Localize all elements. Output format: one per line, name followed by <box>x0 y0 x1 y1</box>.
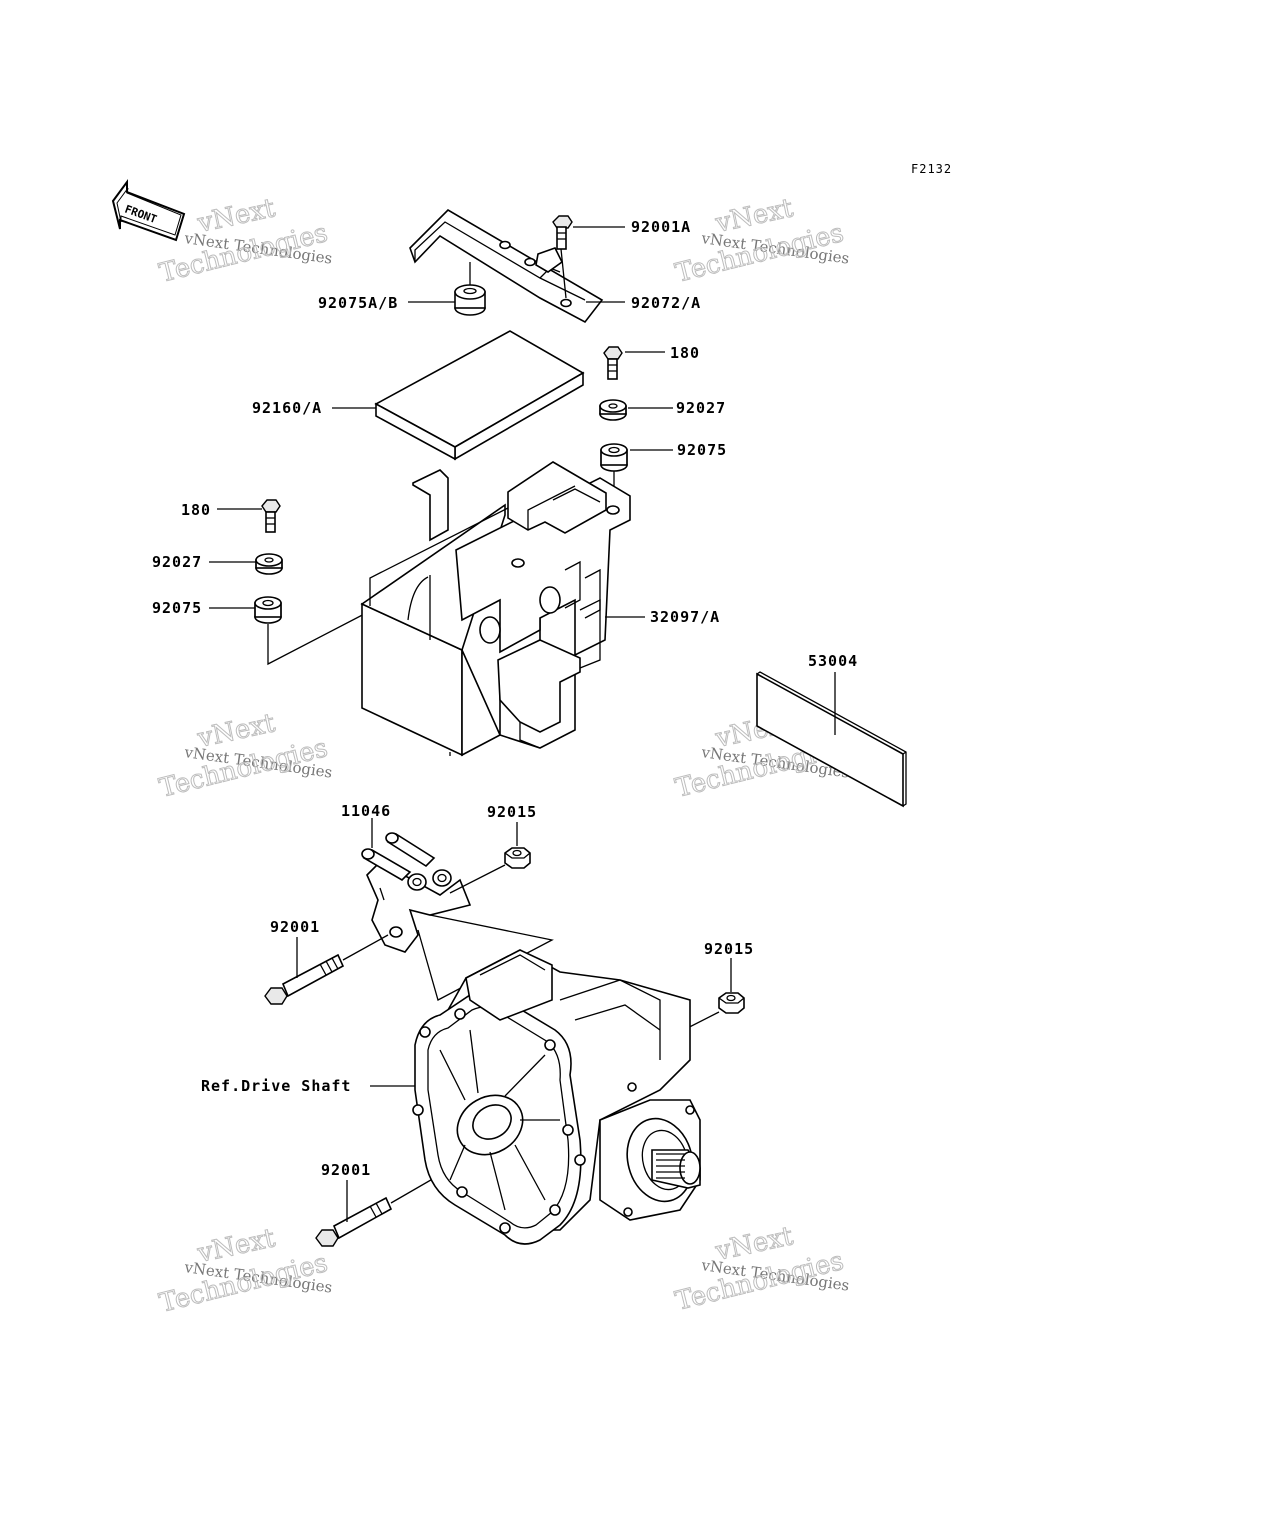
bolt-180-right <box>603 346 623 380</box>
label-11046: 11046 <box>341 802 391 820</box>
label-92001-lower: 92001 <box>321 1161 371 1179</box>
grommet-92075-left <box>254 596 373 666</box>
final-gear-case <box>412 949 701 1245</box>
watermark-top-left: vNext vNext Technologies Technologies <box>156 193 334 290</box>
label-92015-upper: 92015 <box>487 803 537 821</box>
figure-code: F2132 <box>911 162 952 176</box>
battery-case <box>360 461 631 757</box>
label-92015-lower: 92015 <box>704 940 754 958</box>
watermark-bottom-right: vNext vNext Technologies Technologies <box>672 1221 851 1318</box>
label-92001a: 92001A <box>631 218 691 236</box>
label-92160a: 92160/A <box>252 399 322 417</box>
front-arrow-icon: FRONT <box>111 178 186 242</box>
leader-lines <box>209 226 836 1087</box>
label-92075-left: 92075 <box>152 599 202 617</box>
label-32097a: 32097/A <box>650 608 720 626</box>
battery-hold-bracket <box>409 208 604 324</box>
nut-92015-upper <box>449 822 531 894</box>
grommet-92075ab <box>454 262 486 316</box>
mount-bracket-11046 <box>361 818 554 1001</box>
washer-92027-left <box>255 553 283 575</box>
washer-92027-right <box>599 399 627 421</box>
label-ref-drive-shaft: Ref.Drive Shaft <box>201 1077 351 1095</box>
label-92027-right: 92027 <box>676 399 726 417</box>
bolt-180-left <box>261 499 281 533</box>
watermark-bottom-left: vNext vNext Technologies Technologies <box>156 1223 334 1320</box>
label-53004: 53004 <box>808 652 858 670</box>
watermark-top-right: vNext vNext Technologies Technologies <box>672 193 851 290</box>
battery-pad <box>374 330 585 461</box>
label-180-right: 180 <box>670 344 700 362</box>
bolt-92001-upper <box>264 934 389 1005</box>
label-92027-left: 92027 <box>152 553 202 571</box>
label-92075ab: 92075A/B <box>318 294 398 312</box>
bolt-92001a <box>552 215 573 299</box>
label-plate-53004 <box>756 671 907 808</box>
label-92072a: 92072/A <box>631 294 701 312</box>
label-92001-upper: 92001 <box>270 918 320 936</box>
label-92075-right: 92075 <box>677 441 727 459</box>
label-180-left: 180 <box>181 501 211 519</box>
watermark-mid-left: vNext vNext Technologies Technologies <box>156 708 334 805</box>
